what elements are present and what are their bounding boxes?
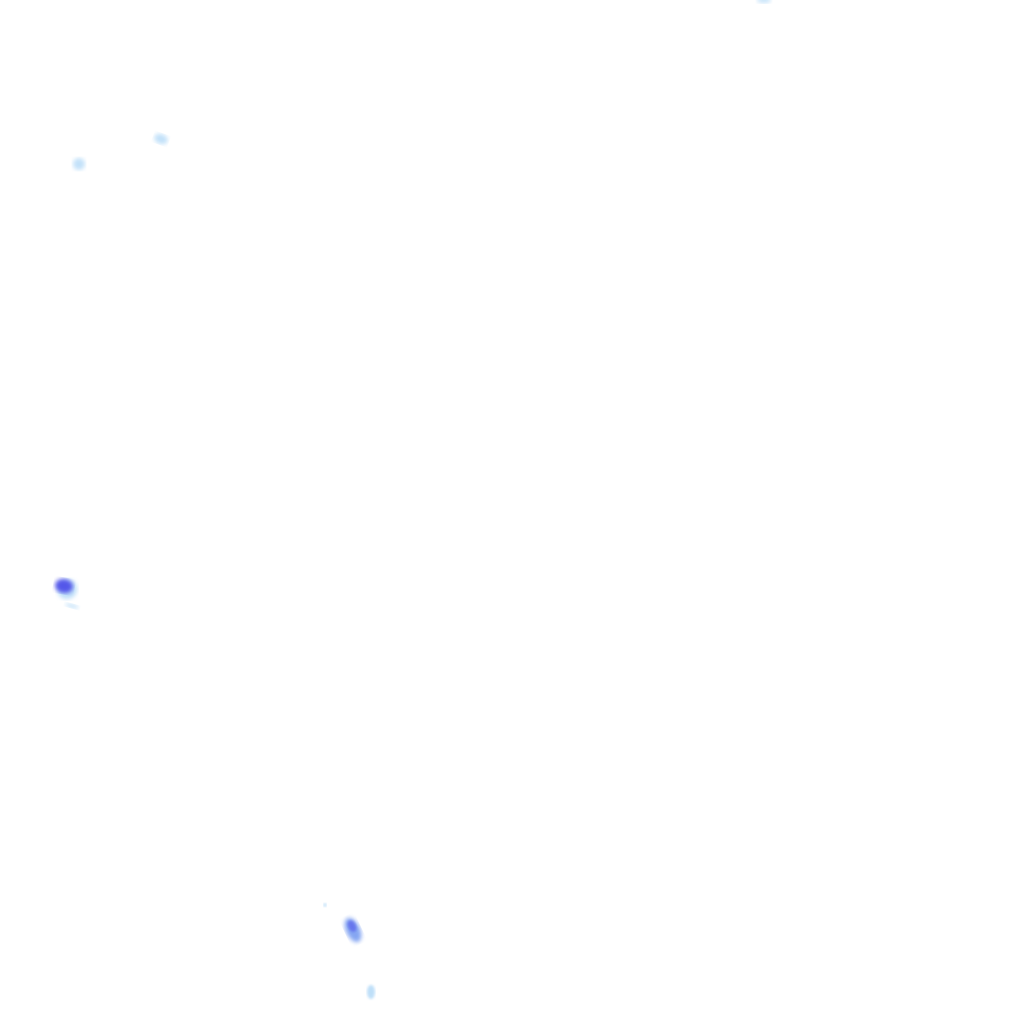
- precip-cell-west-core: [55, 578, 73, 594]
- precip-cell-west-tail: [65, 603, 79, 609]
- precip-cell-top: [757, 0, 771, 3]
- precip-cell-nw-1: [154, 133, 168, 145]
- precip-cell-nw-2: [73, 158, 85, 170]
- precip-cell-south-small: [367, 985, 375, 999]
- precip-cell-south-speck: [323, 903, 327, 907]
- precip-cell-south-core: [347, 920, 357, 932]
